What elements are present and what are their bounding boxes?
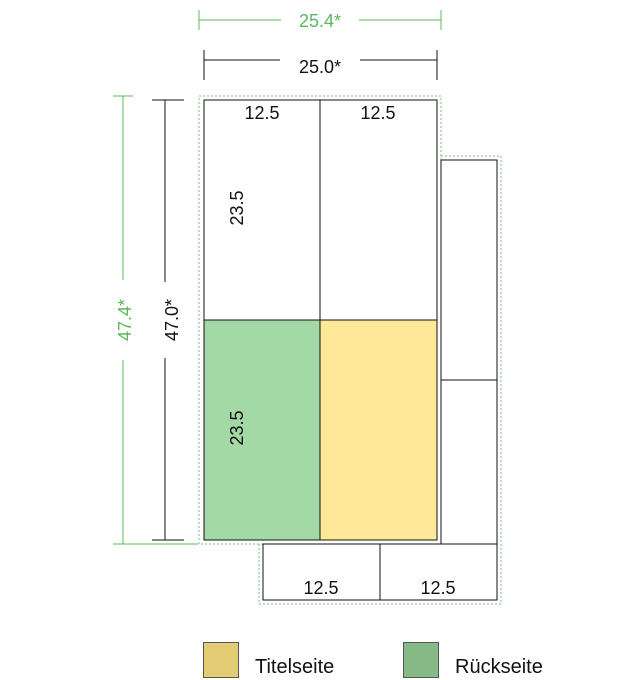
panel-top-right — [319, 99, 438, 321]
legend-back-swatch — [403, 641, 439, 678]
panel-back-cover — [203, 319, 321, 541]
legend-back: Rückseite — [403, 640, 543, 679]
top-right-width-label: 12.5 — [360, 103, 395, 123]
flap-bottom-right-label: 12.5 — [420, 578, 455, 598]
upper-height-label: 23.5 — [227, 190, 247, 225]
main-sheet — [203, 99, 438, 541]
bottom-flap — [262, 543, 498, 601]
inner-width-label: 25.0* — [299, 57, 341, 77]
inner-height-label: 47.0* — [162, 299, 182, 341]
outer-width-dimension: 25.4* — [198, 10, 442, 31]
right-flap — [440, 159, 498, 601]
outer-height-dimension: 47.4* — [113, 95, 198, 545]
panel-front-cover — [319, 319, 438, 541]
flap-bottom-left-label: 12.5 — [303, 578, 338, 598]
inner-width-dimension: 25.0* — [203, 50, 438, 80]
legend-back-label: Rückseite — [455, 656, 543, 678]
panel-top-left — [203, 99, 321, 321]
flap-right-upper — [440, 159, 498, 381]
outer-width-label: 25.4* — [299, 11, 341, 31]
legend-front: Titelseite — [203, 640, 334, 679]
lower-height-label: 23.5 — [227, 410, 247, 445]
flap-bottom-right — [379, 543, 498, 601]
inner-height-dimension: 47.0* — [152, 99, 184, 541]
legend-front-label: Titelseite — [255, 656, 335, 678]
top-left-width-label: 12.5 — [244, 103, 279, 123]
flap-bottom-left — [262, 543, 381, 601]
outer-height-label: 47.4* — [115, 299, 135, 341]
legend-front-swatch — [203, 641, 239, 678]
